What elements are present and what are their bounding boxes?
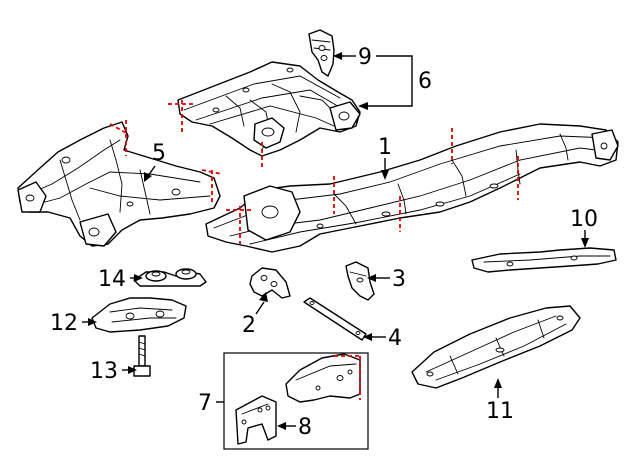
part-7-bracket[interactable]: [285, 353, 361, 403]
leader-5: [144, 165, 156, 182]
part-14-mounts[interactable]: [133, 268, 207, 287]
part-8-bracket[interactable]: [235, 395, 277, 445]
leader-6: [358, 55, 413, 110]
callout-1[interactable]: 1: [378, 135, 392, 160]
callout-11[interactable]: 11: [486, 399, 514, 424]
callout-3[interactable]: 3: [392, 267, 406, 292]
leader-10: [581, 230, 589, 248]
inset-box: [223, 352, 369, 450]
callout-4[interactable]: 4: [388, 326, 402, 351]
leader-13: [122, 366, 137, 374]
part-9-bracket[interactable]: [308, 29, 335, 77]
part-5-front-frame-section[interactable]: [17, 120, 223, 247]
callout-12[interactable]: 12: [50, 311, 78, 336]
callout-7[interactable]: 7: [198, 391, 212, 416]
callout-5[interactable]: 5: [152, 141, 166, 166]
leader-4: [363, 333, 386, 341]
part-1-main-frame[interactable]: [205, 123, 619, 253]
part-2-bracket[interactable]: [249, 267, 291, 299]
callout-10[interactable]: 10: [570, 207, 598, 232]
leader-9: [333, 52, 356, 60]
callout-8[interactable]: 8: [298, 415, 312, 440]
leader-8: [277, 422, 296, 430]
leader-2: [255, 292, 268, 315]
leader-11: [494, 378, 502, 398]
callout-14[interactable]: 14: [98, 267, 126, 292]
leader-14: [130, 274, 143, 282]
leader-3: [367, 274, 390, 282]
leader-12: [82, 318, 97, 326]
part-4-brace[interactable]: [303, 297, 367, 341]
callout-13[interactable]: 13: [90, 359, 118, 384]
leader-1: [381, 158, 389, 180]
callout-6[interactable]: 6: [418, 69, 432, 94]
part-10-shield[interactable]: [471, 247, 617, 273]
callout-2[interactable]: 2: [242, 313, 256, 338]
callout-9[interactable]: 9: [358, 45, 372, 70]
part-13-bolt[interactable]: [133, 335, 151, 377]
part-12-support[interactable]: [91, 297, 187, 333]
part-6-crossmember-assembly[interactable]: [168, 61, 361, 168]
part-11-skid-plate[interactable]: [411, 305, 581, 389]
part-3-bracket[interactable]: [345, 261, 375, 301]
